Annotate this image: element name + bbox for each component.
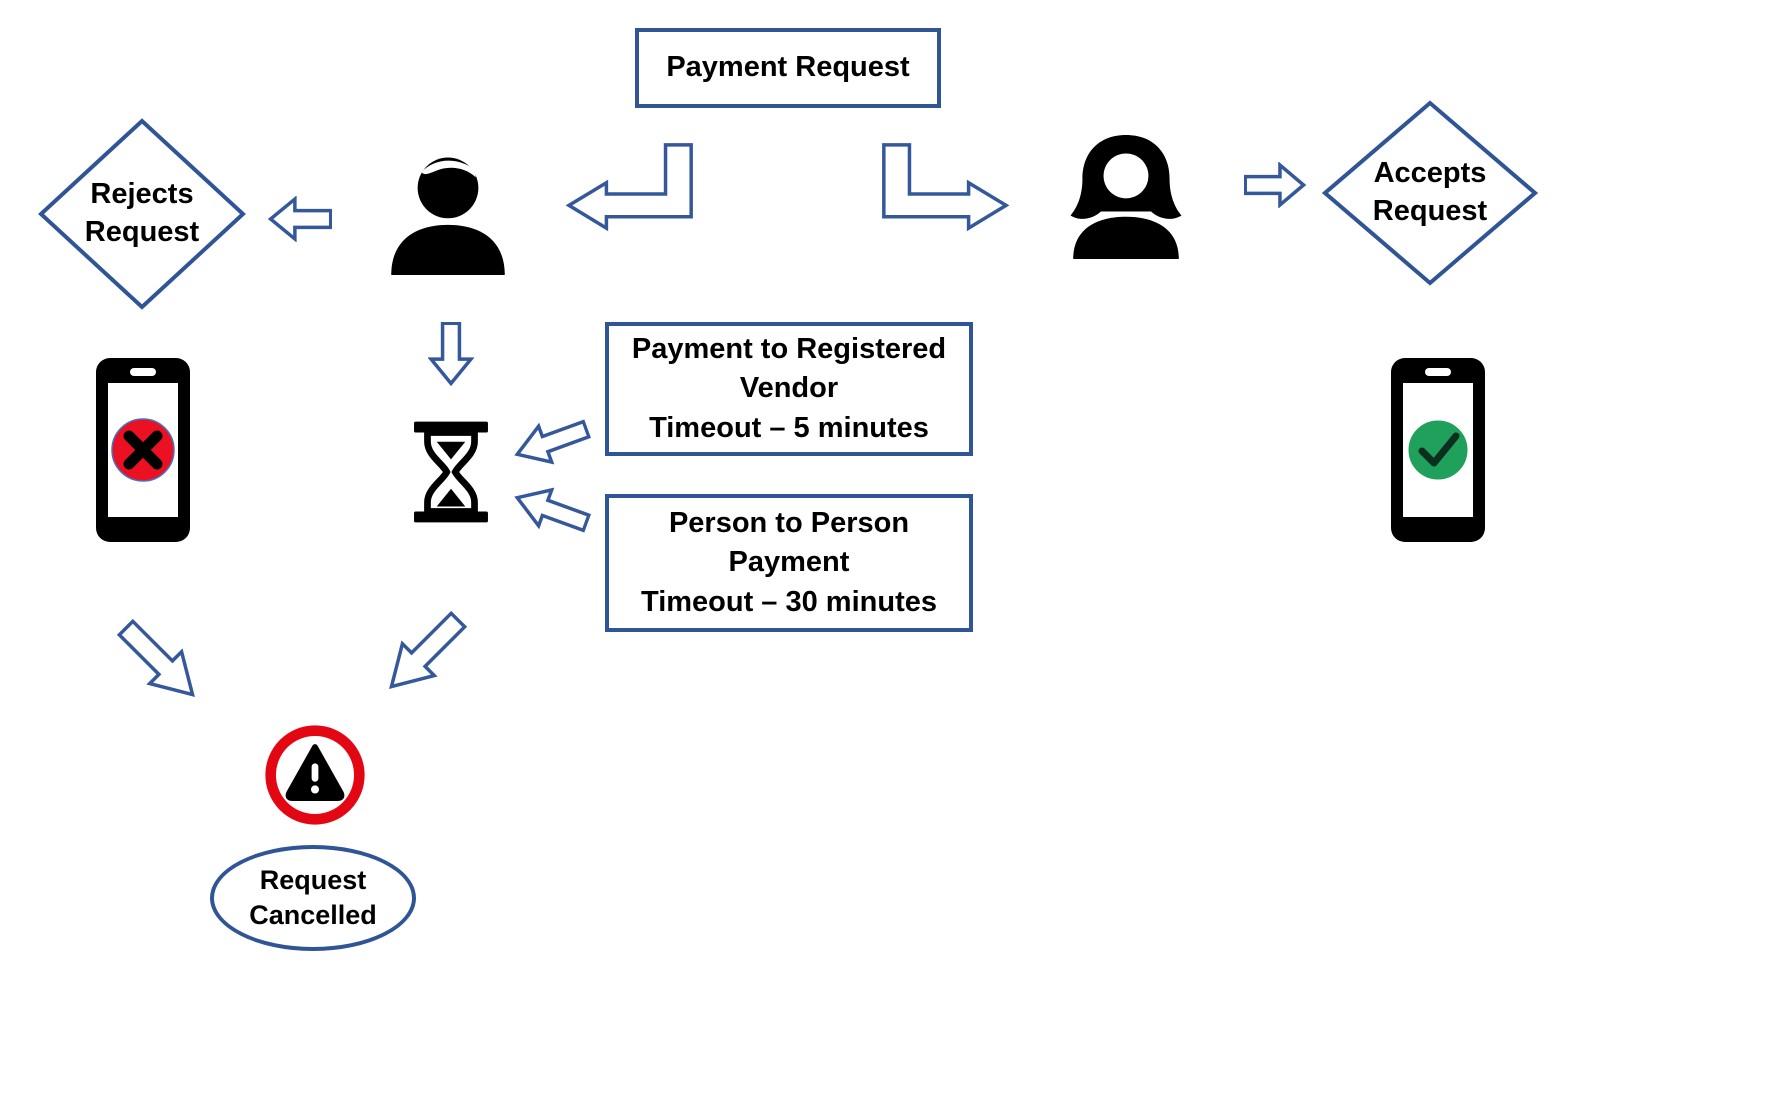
arrow-to-rejects-icon [268, 196, 332, 242]
female-user-icon [1060, 122, 1192, 272]
accepts-request-diamond: Accepts Request [1322, 100, 1538, 286]
arrow-payment-to-sender-icon [565, 143, 703, 247]
payment-request-label: Payment Request [666, 51, 910, 84]
rejects-request-diamond: Rejects Request [38, 118, 246, 310]
arrow-to-accepts-icon [1244, 162, 1306, 208]
phone-rejected-icon [93, 355, 193, 545]
p2p-timeout-box: Person to Person Payment Timeout – 30 mi… [605, 494, 973, 632]
request-cancelled-ellipse: Request Cancelled [210, 845, 416, 951]
arrow-p2p-to-hourglass-icon [507, 476, 595, 544]
phone-accepted-icon [1388, 355, 1488, 545]
warning-icon [262, 722, 368, 828]
rejects-request-label: Rejects Request [84, 178, 200, 248]
vendor-timeout-box: Payment to Registered Vendor Timeout – 5… [605, 322, 973, 456]
hourglass-icon [409, 418, 493, 526]
arrow-vendor-to-hourglass-icon [507, 408, 595, 476]
payment-request-box: Payment Request [635, 28, 941, 108]
arrow-down-to-hourglass-icon [428, 322, 474, 386]
male-user-icon [382, 138, 514, 288]
arrow-timeout-to-cancelled-icon [370, 600, 477, 707]
arrow-reject-to-cancelled-icon [106, 608, 213, 715]
accepts-request-label: Accepts Request [1372, 157, 1488, 227]
arrow-payment-to-recipient-icon [872, 143, 1010, 247]
